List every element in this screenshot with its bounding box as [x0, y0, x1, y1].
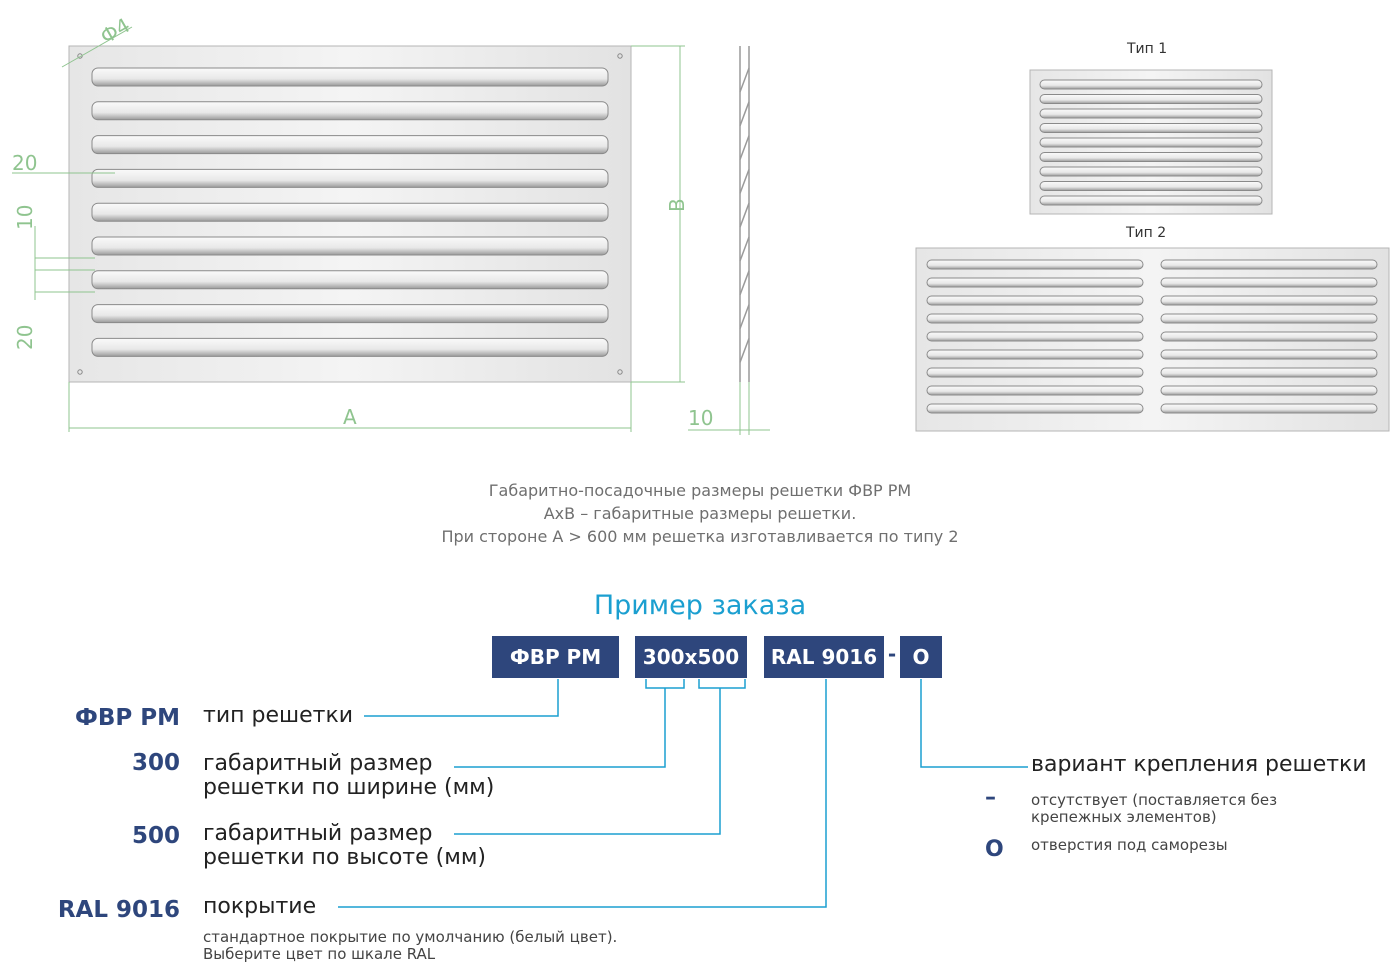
dim-a-label: A — [343, 405, 357, 429]
louver-slat — [1160, 313, 1378, 324]
side-fin — [739, 270, 750, 296]
grille-type2 — [915, 247, 1390, 432]
side-fin — [739, 67, 750, 93]
caption-line-1: Габаритно-посадочные размеры решетки ФВР… — [488, 481, 912, 500]
louver-slat — [1039, 152, 1263, 162]
louver-slat — [1160, 403, 1378, 414]
dim-phi-label: Ф4 — [96, 13, 134, 49]
mount-option-holes-symbol: О — [985, 837, 1004, 862]
louver-slat — [926, 367, 1144, 378]
louver-slat — [1039, 123, 1263, 133]
louver-slat — [1039, 79, 1263, 90]
row-desc-height-2: решетки по высоте (мм) — [203, 845, 486, 870]
dim-10-label: 10 — [13, 205, 37, 230]
louver-slat — [926, 349, 1144, 360]
order-example-title: Пример заказа — [593, 590, 807, 621]
louver-slat — [926, 403, 1144, 414]
louver-slat — [926, 331, 1144, 342]
coating-note-1: стандартное покрытие по умолчанию (белый… — [203, 928, 618, 946]
louver-slat — [91, 337, 609, 357]
louver-slat — [1039, 166, 1263, 177]
mount-variant-title: вариант крепления решетки — [1031, 752, 1367, 777]
coating-note-2: Выберите цвет по шкале RAL — [203, 945, 436, 963]
louver-slat — [1039, 137, 1263, 148]
louver-slat — [1160, 259, 1378, 270]
dim-20-bottom-label: 20 — [13, 325, 37, 350]
side-fin — [739, 101, 750, 127]
mount-option-dash-line1: отсутствует (поставляется без — [1031, 791, 1278, 809]
grille-side-view — [739, 46, 750, 382]
louver-slat — [926, 385, 1144, 396]
louver-slat — [1039, 195, 1263, 206]
row-desc-height-1: габаритный размер — [203, 821, 433, 846]
code-box-mount: О — [900, 636, 942, 678]
mount-option-holes-line1: отверстия под саморезы — [1031, 836, 1228, 854]
louver-slat — [926, 313, 1144, 324]
dim-20-top-label: 20 — [12, 151, 37, 175]
louver-slat — [91, 270, 609, 290]
dimension-lines — [12, 26, 770, 435]
row-code-coating: RAL 9016 — [57, 897, 180, 923]
louver-slat — [1039, 94, 1263, 104]
louver-slat — [91, 101, 609, 121]
dim-depth-label: 10 — [688, 406, 713, 430]
louver-slat — [1160, 277, 1378, 288]
type1-label: Тип 1 — [1127, 41, 1168, 57]
code-box-coating: RAL 9016 — [764, 636, 884, 678]
row-code-type: ФВР РМ — [75, 705, 180, 731]
louver-slat — [1160, 349, 1378, 360]
louver-slat — [1160, 331, 1378, 342]
row-code-height: 500 — [131, 823, 180, 849]
code-separator: - — [887, 642, 897, 666]
louver-slat — [1160, 295, 1378, 306]
louver-slat — [91, 304, 609, 324]
louver-slat — [91, 67, 609, 87]
louver-slat — [1160, 385, 1378, 396]
row-code-width: 300 — [131, 750, 180, 776]
louver-slat — [1160, 367, 1378, 378]
louver-slat — [926, 295, 1144, 306]
grille-front-view — [68, 45, 632, 383]
louver-slat — [91, 168, 609, 188]
side-fin — [739, 202, 750, 228]
louver-slat — [91, 202, 609, 222]
caption-line-3: При стороне A > 600 мм решетка изготавли… — [441, 527, 959, 546]
row-desc-coating: покрытие — [203, 894, 317, 919]
louver-slat — [91, 135, 609, 155]
louver-slat — [926, 259, 1144, 270]
side-fin — [739, 236, 750, 262]
side-fin — [739, 338, 750, 363]
row-desc-width-1: габаритный размер — [203, 751, 433, 776]
code-box-type: ФВР РМ — [492, 636, 619, 678]
side-fin — [739, 169, 750, 194]
louver-slat — [91, 236, 609, 256]
mount-option-dash-line2: крепежных элементов) — [1031, 808, 1217, 826]
side-fin — [739, 135, 750, 160]
louver-slat — [1039, 181, 1263, 191]
row-desc-width-2: решетки по ширине (мм) — [203, 775, 495, 800]
dim-b-label: B — [665, 198, 689, 212]
mount-option-dash-symbol: – — [985, 785, 996, 810]
grille-type1 — [1029, 69, 1273, 215]
row-desc-type: тип решетки — [203, 703, 354, 728]
side-fin — [739, 304, 750, 329]
louver-slat — [1039, 108, 1263, 119]
louver-slat — [926, 277, 1144, 288]
order-connector-lines — [338, 679, 1028, 908]
code-box-size: 300x500 — [635, 636, 747, 678]
caption-line-2: AxB – габаритные размеры решетки. — [543, 504, 857, 523]
type2-label: Тип 2 — [1126, 225, 1167, 241]
